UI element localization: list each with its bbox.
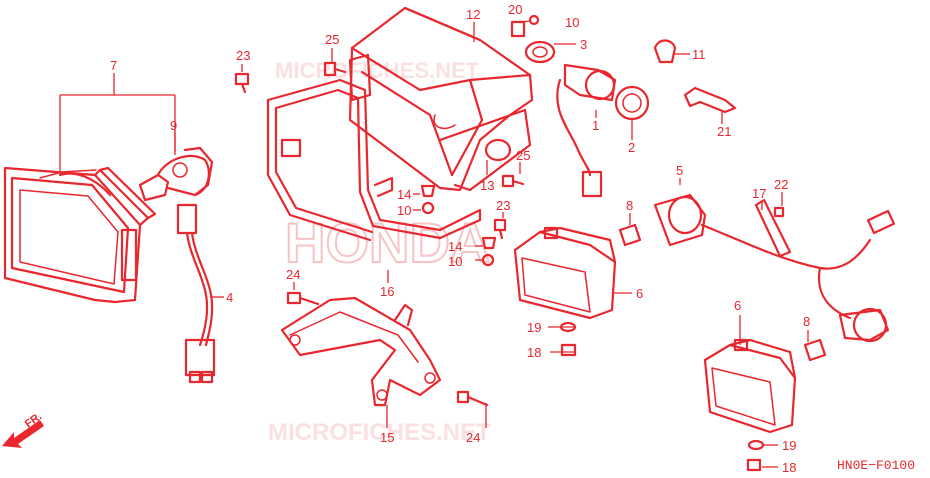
bolt-24a <box>286 291 320 306</box>
bracket-21 <box>683 86 737 114</box>
callout-16: 16 <box>380 284 394 299</box>
bolt-18b <box>746 458 762 472</box>
callout-13: 13 <box>480 178 494 193</box>
callout-6a: 6 <box>636 286 643 301</box>
grommet-14b <box>481 236 497 250</box>
washer-19b <box>747 439 765 451</box>
callout-3: 3 <box>580 37 587 52</box>
callout-8b: 8 <box>803 314 810 329</box>
fog-lamp-lower <box>703 338 797 434</box>
bolt-23a <box>234 72 250 94</box>
guard-bar <box>266 78 482 242</box>
fog-harness <box>653 193 896 343</box>
callout-10b: 10 <box>397 203 411 218</box>
callout-14a: 14 <box>397 187 411 202</box>
callout-12: 12 <box>466 7 480 22</box>
callout-4: 4 <box>226 290 233 305</box>
grommet-14a <box>420 184 436 198</box>
callout-20: 20 <box>508 2 522 17</box>
callout-23b: 23 <box>496 198 510 213</box>
fog-lamp-upper <box>513 226 617 320</box>
callout-8a: 8 <box>626 198 633 213</box>
callout-2: 2 <box>628 140 635 155</box>
headlight-harness <box>176 203 216 384</box>
callout-11: 11 <box>692 47 706 62</box>
diagram-code: HN0E−F0100 <box>837 458 916 473</box>
callout-1: 1 <box>592 118 599 133</box>
callout-14b: 14 <box>448 239 462 254</box>
callout-17: 17 <box>752 186 766 201</box>
callout-18a: 18 <box>527 345 541 360</box>
socket-assembly <box>510 14 650 198</box>
fog-bulb-upper <box>618 223 642 247</box>
bolt-25b <box>501 174 525 188</box>
bolt-18a <box>560 343 577 357</box>
callout-7: 7 <box>110 58 117 73</box>
leader-lines <box>59 20 809 468</box>
bolt-25a <box>323 61 347 77</box>
bolt-23b <box>493 218 507 240</box>
front-direction-arrow: FR. <box>2 410 44 448</box>
screw-10a <box>421 201 435 215</box>
screw-22 <box>773 206 785 218</box>
callout-25a: 25 <box>325 32 339 47</box>
fog-bulb-lower <box>803 338 827 362</box>
headlight-case <box>348 6 534 192</box>
watermark-top: MICROFICHES.NET <box>275 58 480 83</box>
callout-10a: 10 <box>565 15 579 30</box>
callout-15: 15 <box>380 430 394 445</box>
callout-21: 21 <box>717 124 731 139</box>
callout-24b: 24 <box>466 430 480 445</box>
callout-23a: 23 <box>236 48 250 63</box>
watermark-bottom: MICROFICHES.NET <box>268 419 491 446</box>
callout-10c: 10 <box>448 254 462 269</box>
callout-25b: 25 <box>516 148 530 163</box>
clip-11 <box>653 39 677 64</box>
callout-19b: 19 <box>782 438 796 453</box>
callout-9: 9 <box>170 118 177 133</box>
headlight-bulb <box>138 146 214 202</box>
callout-6b: 6 <box>734 298 741 313</box>
bracket <box>280 296 442 407</box>
callout-5: 5 <box>676 163 683 178</box>
headlight-main <box>3 166 157 304</box>
bolt-24b <box>456 390 489 407</box>
callout-24a: 24 <box>286 267 300 282</box>
callout-18b: 18 <box>782 460 796 475</box>
callout-22: 22 <box>774 177 788 192</box>
callout-19a: 19 <box>527 320 541 335</box>
clamp-17 <box>754 198 792 258</box>
